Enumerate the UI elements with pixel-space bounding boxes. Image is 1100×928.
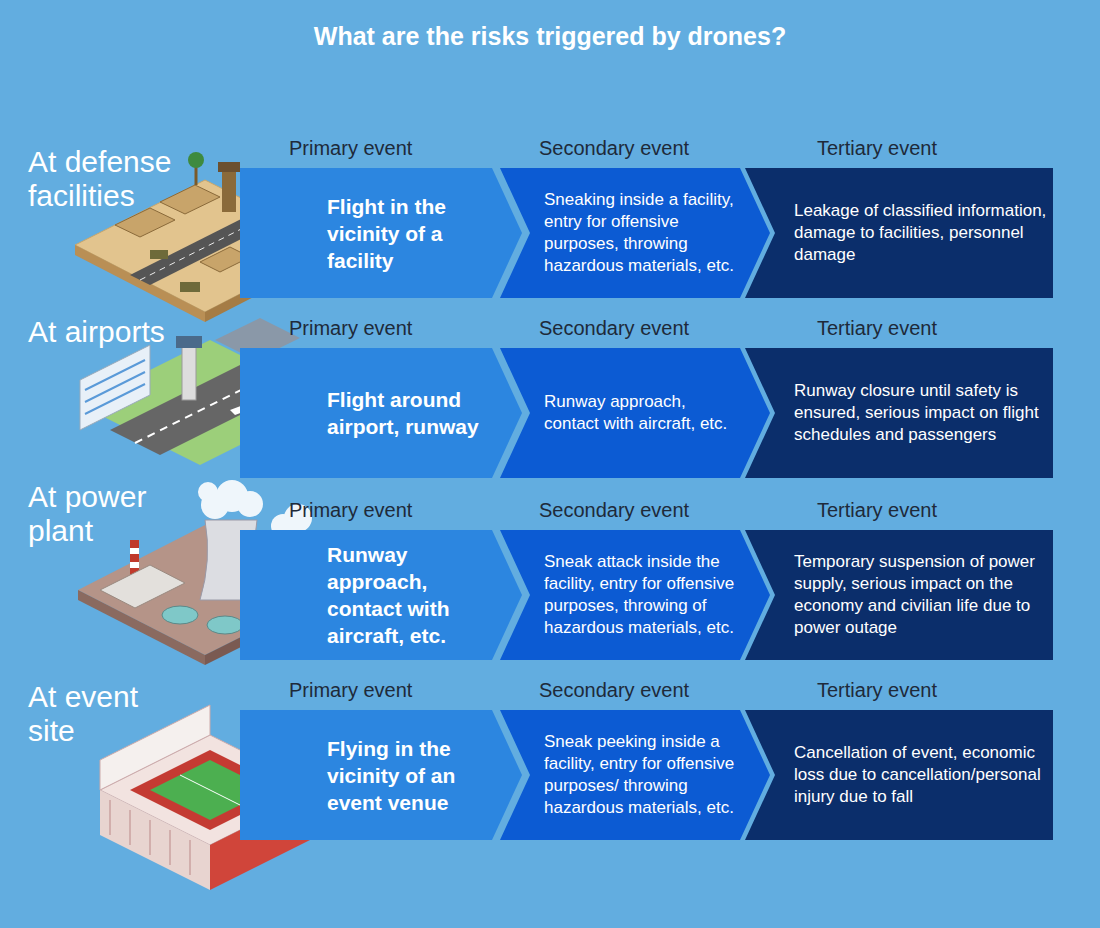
body-wrap: Leakage of classified information, damag…: [794, 168, 1049, 298]
secondary-event-arrow: Secondary eventSneak peeking inside a fa…: [500, 710, 770, 840]
arrow-fill: [240, 348, 522, 478]
arrow-shape: [500, 168, 770, 298]
column-header: Primary event: [289, 499, 412, 522]
body-wrap: Sneaking inside a facility, entry for of…: [544, 168, 744, 298]
column-header: Secondary event: [539, 679, 689, 702]
body-wrap: Flight around airport, runway: [327, 348, 507, 478]
body-wrap: Runway closure until safety is ensured, …: [794, 348, 1049, 478]
column-header: Tertiary event: [817, 317, 937, 340]
event-text: Runway approach, contact with aircraft, …: [544, 391, 744, 435]
primary-event-arrow: Primary eventFlight around airport, runw…: [240, 348, 522, 478]
row-label: At defense facilities: [28, 145, 228, 213]
tertiary-event-box: Tertiary eventRunway closure until safet…: [745, 348, 1053, 478]
column-header: Secondary event: [539, 317, 689, 340]
event-text: Sneaking inside a facility, entry for of…: [544, 189, 744, 277]
body-wrap: Flying in the vicinity of an event venue: [327, 710, 507, 840]
body-wrap: Temporary suspension of power supply, se…: [794, 530, 1049, 660]
body-wrap: Sneak peeking inside a facility, entry f…: [544, 710, 744, 840]
event-text: Runway approach, contact with aircraft, …: [327, 541, 507, 649]
row-label: At airports: [28, 315, 248, 349]
tertiary-event-box: Tertiary eventLeakage of classified info…: [745, 168, 1053, 298]
column-header: Tertiary event: [817, 679, 937, 702]
diagram-title: What are the risks triggered by drones?: [0, 22, 1100, 51]
body-wrap: Cancellation of event, economic loss due…: [794, 710, 1049, 840]
event-text: Sneak peeking inside a facility, entry f…: [544, 731, 744, 819]
body-wrap: Flight in the vicinity of a facility: [327, 168, 507, 298]
secondary-event-arrow: Secondary eventSneak attack inside the f…: [500, 530, 770, 660]
arrow-fill: [745, 348, 1053, 478]
body-wrap: Runway approach, contact with aircraft, …: [544, 348, 744, 478]
arrow-fill: [745, 168, 1053, 298]
arrow-shape: [500, 530, 770, 660]
column-header: Secondary event: [539, 137, 689, 160]
column-header: Primary event: [289, 679, 412, 702]
tertiary-event-box: Tertiary eventTemporary suspension of po…: [745, 530, 1053, 660]
arrow-shape: [240, 348, 522, 478]
arrow-shape: [500, 710, 770, 840]
column-header: Tertiary event: [817, 137, 937, 160]
column-header: Secondary event: [539, 499, 689, 522]
row-label: At event site: [28, 680, 178, 748]
secondary-event-arrow: Secondary eventSneaking inside a facilit…: [500, 168, 770, 298]
arrow-fill: [240, 168, 522, 298]
arrow-shape: [745, 530, 1053, 660]
event-text: Sneak attack inside the facility, entry …: [544, 551, 744, 639]
tertiary-event-box: Tertiary eventCancellation of event, eco…: [745, 710, 1053, 840]
event-text: Cancellation of event, economic loss due…: [794, 742, 1049, 808]
arrow-fill: [500, 168, 770, 298]
event-text: Runway closure until safety is ensured, …: [794, 380, 1049, 446]
arrow-fill: [240, 710, 522, 840]
primary-event-arrow: Primary eventRunway approach, contact wi…: [240, 530, 522, 660]
column-header: Primary event: [289, 317, 412, 340]
body-wrap: Sneak attack inside the facility, entry …: [544, 530, 744, 660]
column-header: Primary event: [289, 137, 412, 160]
primary-event-arrow: Primary eventFlight in the vicinity of a…: [240, 168, 522, 298]
event-text: Flying in the vicinity of an event venue: [327, 735, 507, 816]
primary-event-arrow: Primary eventFlying in the vicinity of a…: [240, 710, 522, 840]
body-wrap: Runway approach, contact with aircraft, …: [327, 530, 507, 660]
arrow-fill: [500, 710, 770, 840]
arrow-fill: [745, 710, 1053, 840]
arrow-fill: [240, 530, 522, 660]
event-text: Flight in the vicinity of a facility: [327, 193, 507, 274]
arrow-fill: [500, 530, 770, 660]
arrow-fill: [745, 530, 1053, 660]
event-text: Leakage of classified information, damag…: [794, 200, 1049, 266]
event-text: Flight around airport, runway: [327, 386, 507, 440]
row-label: At power plant: [28, 480, 178, 548]
event-text: Temporary suspension of power supply, se…: [794, 551, 1049, 639]
arrow-shape: [500, 348, 770, 478]
secondary-event-arrow: Secondary eventRunway approach, contact …: [500, 348, 770, 478]
arrow-fill: [500, 348, 770, 478]
column-header: Tertiary event: [817, 499, 937, 522]
